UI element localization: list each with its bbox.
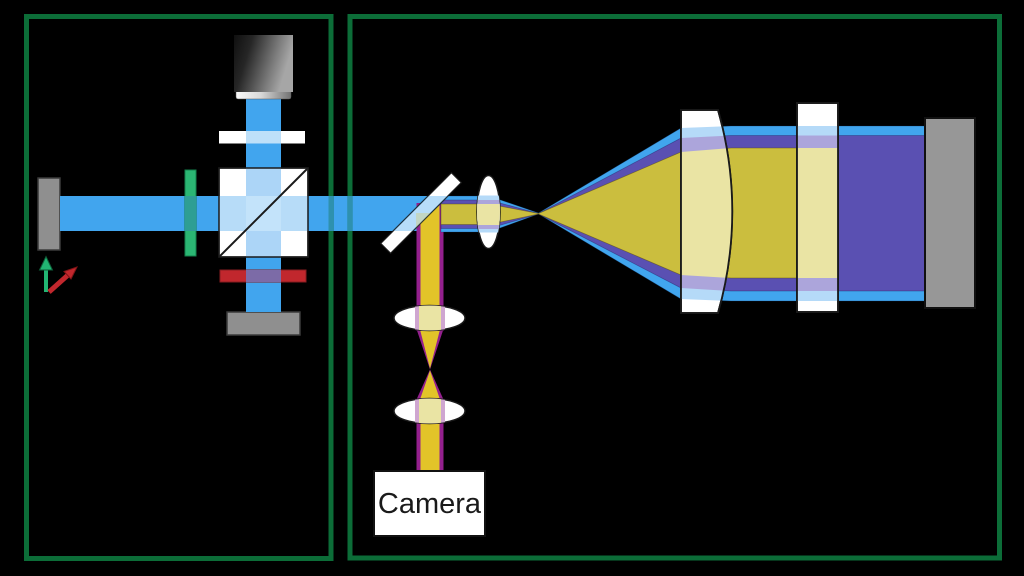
beam-border-overlap-left [328, 196, 334, 231]
relay-lens-2 [393, 397, 466, 425]
scan-lens-beam-tint [477, 195, 500, 233]
objective-lens [680, 109, 734, 314]
beamsplitter-cube-outline [218, 167, 309, 258]
camera-label: Camera [378, 488, 482, 520]
camera-beam-converge-yellow [420, 329, 440, 369]
red-filter [219, 269, 307, 283]
dichroic-mirror-body [379, 171, 463, 255]
cell-window-beam-tint [797, 126, 838, 301]
right-enclosure-border [347, 14, 1002, 561]
camera-box-body [373, 470, 486, 537]
relay-lens-1 [393, 304, 466, 332]
scan-lens [476, 174, 501, 250]
beamsplitter-diagonal [219, 168, 308, 257]
half-wave-plate-beam-tint [246, 131, 281, 144]
camera-box: Camera [373, 470, 486, 537]
green-filter [184, 169, 197, 257]
laser-head [234, 35, 293, 100]
half-wave-plate [219, 131, 305, 144]
axis-red-arrow-shaft [47, 273, 70, 294]
objective-beam-tint [681, 126, 733, 301]
laser-head-body [234, 35, 293, 92]
beam-block [924, 117, 976, 309]
axis-green-arrow-icon [38, 255, 54, 271]
relay-lens-1-beam-tint [415, 305, 445, 331]
left-enclosure-border [24, 14, 334, 561]
objective-lens-outline [680, 109, 734, 314]
cell-window-outline [796, 102, 839, 313]
beam-border-overlap-right [347, 196, 353, 231]
axis-indicator [38, 255, 78, 294]
photodiode-block [226, 311, 301, 336]
camera-beam-yellow-core [420, 203, 440, 331]
green-filter-beam-overlap [185, 196, 196, 231]
laser-beam-vertical-lower [246, 257, 281, 312]
cell-window [796, 102, 839, 313]
laser-beam-vertical-upper [246, 92, 281, 168]
camera-beam-diverge-yellow [420, 370, 440, 400]
axis-red-arrow-icon [63, 266, 78, 280]
mirror-left [37, 177, 61, 251]
relay-lens-2-beam-tint [415, 398, 445, 424]
red-filter-beam-overlap [246, 270, 281, 282]
